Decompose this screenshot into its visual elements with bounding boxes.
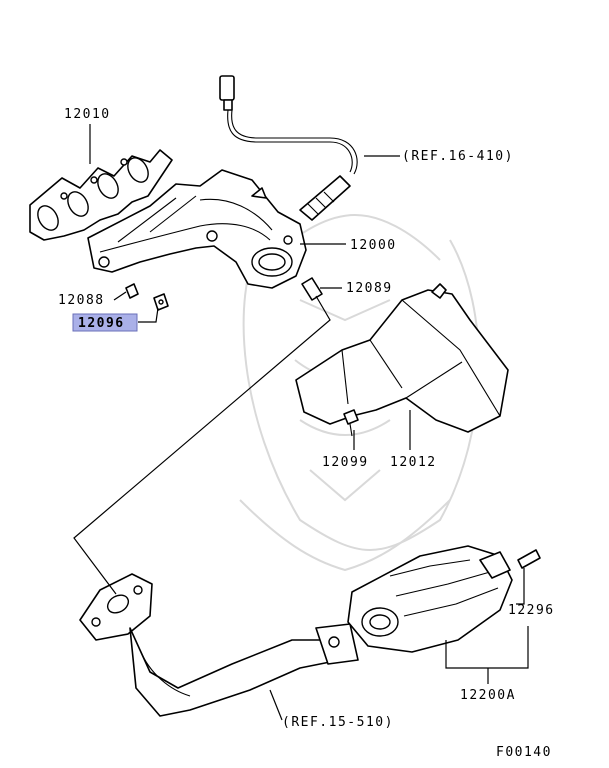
callout-12010[interactable]: 12010 — [64, 107, 111, 122]
callout-12089[interactable]: 12089 — [346, 281, 393, 296]
bolt-12099[interactable] — [343, 409, 359, 437]
stud-12089[interactable] — [301, 277, 323, 301]
manifold-gasket[interactable] — [29, 149, 173, 241]
callout-12096[interactable]: 12096 — [78, 316, 125, 331]
oxygen-sensor[interactable] — [219, 75, 358, 221]
callout-12088[interactable]: 12088 — [58, 293, 105, 308]
catalytic-converter[interactable] — [347, 545, 513, 653]
nut-12088[interactable] — [125, 283, 139, 299]
figure-code: F00140 — [496, 745, 552, 760]
callout-12000[interactable]: 12000 — [350, 238, 397, 253]
callout-12012[interactable]: 12012 — [390, 455, 437, 470]
callout-12200A[interactable]: 12200A — [460, 688, 516, 703]
reference-16-410[interactable]: (REF.16-410) — [402, 149, 514, 164]
callout-labels: 12010 12000 12088 12096 12089 12099 1201… — [58, 107, 555, 760]
nut-12096[interactable] — [153, 293, 169, 311]
callout-12099[interactable]: 12099 — [322, 455, 369, 470]
exhaust-manifold[interactable] — [87, 169, 307, 289]
callout-12296[interactable]: 12296 — [508, 603, 555, 618]
reference-15-510[interactable]: (REF.15-510) — [282, 715, 394, 730]
callout-highlight — [72, 313, 138, 332]
leader-lines — [73, 124, 529, 721]
heat-shield[interactable] — [295, 283, 509, 433]
stud-12296[interactable] — [517, 549, 541, 569]
front-exhaust-pipe[interactable] — [79, 573, 359, 717]
